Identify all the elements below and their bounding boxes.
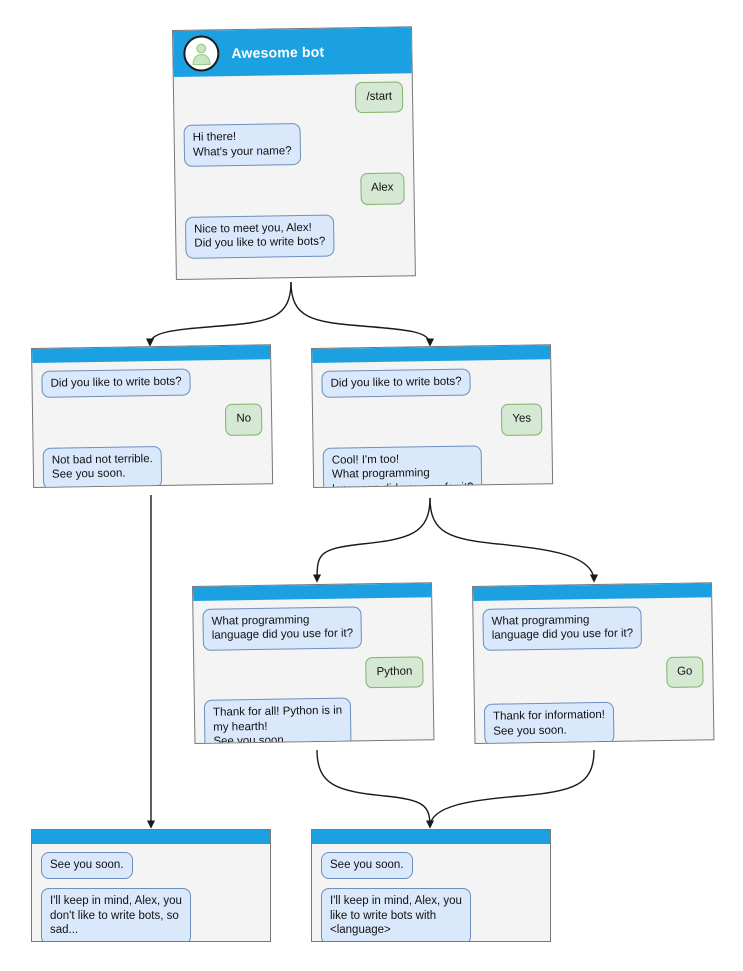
- node-root-body: /start Hi there! What's your name? Alex …: [174, 73, 415, 269]
- edge-yes-to-python: [312, 497, 431, 583]
- message-row: Did you like to write bots?: [321, 367, 541, 399]
- message-row: Did you like to write bots?: [41, 367, 261, 399]
- message-row: Thank for all! Python is in my hearth! S…: [203, 697, 425, 744]
- message-row: See you soon.: [41, 852, 261, 880]
- person-avatar-icon: [183, 35, 220, 72]
- message-row: Nice to meet you, Alex! Did you like to …: [184, 213, 406, 259]
- message-row: I'll keep in mind, Alex, you like to wri…: [321, 888, 541, 941]
- message-row: Hi there! What's your name?: [183, 122, 404, 168]
- bot-message-bubble: Not bad not terrible. See you soon.: [42, 445, 163, 488]
- message-row: What programming language did you use fo…: [202, 605, 423, 651]
- node-end-no-header: [32, 830, 270, 844]
- node-go-branch[interactable]: What programming language did you use fo…: [472, 582, 715, 744]
- message-row: /start: [183, 81, 404, 116]
- node-end-yes-header: [312, 830, 550, 844]
- bot-message-bubble: See you soon.: [41, 852, 133, 880]
- bot-message-bubble: Cool! I'm too! What programming language…: [322, 445, 483, 488]
- message-row: Python: [203, 656, 424, 691]
- message-row: Yes: [322, 403, 543, 439]
- edge-python-to-end: [316, 749, 435, 829]
- bot-message-bubble: See you soon.: [321, 852, 413, 880]
- user-message-bubble: Go: [665, 656, 704, 689]
- message-row: Cool! I'm too! What programming language…: [322, 444, 544, 488]
- message-row: No: [42, 403, 263, 439]
- message-row: See you soon.: [321, 852, 541, 880]
- user-message-bubble: Python: [365, 656, 424, 689]
- node-end-yes-body: See you soon. I'll keep in mind, Alex, y…: [312, 844, 550, 941]
- node-python-branch-body: What programming language did you use fo…: [193, 597, 434, 744]
- user-message-bubble: Alex: [359, 172, 405, 205]
- node-end-yes[interactable]: See you soon. I'll keep in mind, Alex, y…: [311, 829, 551, 942]
- user-message-bubble: Yes: [501, 403, 543, 436]
- message-row: What programming language did you use fo…: [482, 605, 703, 651]
- node-root[interactable]: Awesome bot /start Hi there! What's your…: [172, 26, 416, 280]
- edge-root-to-no: [145, 281, 292, 347]
- bot-message-bubble: Thank for all! Python is in my hearth! S…: [203, 697, 352, 744]
- bot-message-bubble: What programming language did you use fo…: [202, 606, 363, 651]
- node-yes-branch-body: Did you like to write bots? Yes Cool! I'…: [312, 359, 552, 488]
- bot-message-bubble: Nice to meet you, Alex! Did you like to …: [184, 214, 335, 259]
- node-end-no[interactable]: See you soon. I'll keep in mind, Alex, y…: [31, 829, 271, 942]
- message-row: Go: [483, 656, 704, 691]
- node-end-no-body: See you soon. I'll keep in mind, Alex, y…: [32, 844, 270, 941]
- node-yes-branch[interactable]: Did you like to write bots? Yes Cool! I'…: [311, 344, 554, 488]
- bot-message-bubble: I'll keep in mind, Alex, you don't like …: [41, 888, 191, 941]
- node-go-branch-body: What programming language did you use fo…: [473, 597, 713, 744]
- node-no-branch[interactable]: Did you like to write bots? No Not bad n…: [31, 344, 274, 488]
- bot-title: Awesome bot: [231, 43, 325, 62]
- bot-message-bubble: Did you like to write bots?: [41, 368, 191, 399]
- bot-message-bubble: Hi there! What's your name?: [183, 123, 301, 168]
- user-message-bubble: /start: [355, 81, 404, 114]
- bot-message-bubble: Thank for information! See you soon.: [483, 702, 615, 744]
- node-python-branch[interactable]: What programming language did you use fo…: [192, 582, 435, 744]
- node-root-header: Awesome bot: [173, 27, 412, 77]
- message-row: I'll keep in mind, Alex, you don't like …: [41, 888, 261, 941]
- message-row: Alex: [184, 172, 405, 208]
- bot-message-bubble: I'll keep in mind, Alex, you like to wri…: [321, 888, 471, 941]
- bot-message-bubble: Did you like to write bots?: [321, 368, 471, 399]
- message-row: Thank for information! See you soon.: [483, 701, 705, 744]
- message-row: Not bad not terrible. See you soon.: [42, 444, 264, 488]
- edge-go-to-end: [429, 749, 595, 828]
- edge-root-to-yes: [290, 281, 435, 347]
- edge-yes-to-go: [429, 497, 599, 583]
- bot-message-bubble: What programming language did you use fo…: [482, 606, 643, 651]
- user-message-bubble: No: [225, 403, 263, 436]
- node-no-branch-body: Did you like to write bots? No Not bad n…: [32, 359, 272, 488]
